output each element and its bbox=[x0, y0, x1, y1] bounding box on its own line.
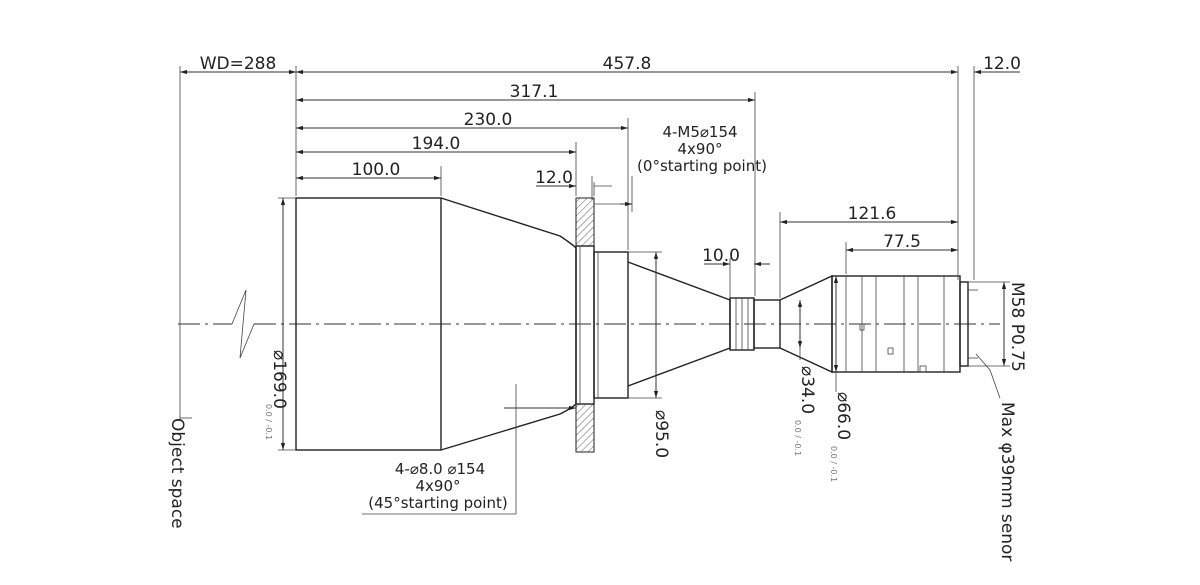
dimension-lines bbox=[180, 69, 1020, 515]
adapter-ring bbox=[593, 251, 629, 399]
length-10-label: 10.0 bbox=[702, 246, 740, 266]
top-note-line3: (0°starting point) bbox=[637, 157, 767, 175]
diameter-labels: ⌀169.0 0.0 / -0.1 ⌀95.0 ⌀34.0 0.0 / -0.1… bbox=[167, 282, 1027, 561]
narrow-diameter-tolerance: 0.0 / -0.1 bbox=[793, 420, 802, 456]
mid-diameter-label: ⌀95.0 bbox=[651, 410, 671, 458]
bottom-note-line3: (45°starting point) bbox=[368, 494, 507, 512]
bottom-note-line1: 4-⌀8.0 ⌀154 bbox=[395, 460, 485, 478]
lens-body bbox=[295, 197, 978, 453]
sensor-size-label: Max φ39mm senor bbox=[997, 402, 1017, 561]
length-121-label: 121.6 bbox=[848, 204, 897, 224]
flange-bottom-section bbox=[575, 403, 595, 453]
length-100-label: 100.0 bbox=[352, 160, 401, 180]
front-diameter-tolerance: 0.0 / -0.1 bbox=[264, 404, 273, 440]
c-mount-thread bbox=[959, 281, 969, 367]
object-space-label: Object space bbox=[167, 418, 187, 529]
length-194-label: 194.0 bbox=[412, 134, 461, 154]
length-77-label: 77.5 bbox=[883, 232, 921, 252]
optical-axis bbox=[178, 289, 1000, 359]
top-note-line2: 4x90° bbox=[677, 140, 722, 158]
dimension-labels: WD=288 457.8 12.0 317.1 230.0 194.0 100.… bbox=[200, 54, 1021, 266]
thread-spec-label: M58 P0.75 bbox=[1007, 282, 1027, 372]
length-230-label: 230.0 bbox=[464, 110, 513, 130]
working-distance-label: WD=288 bbox=[200, 54, 277, 74]
rear-diameter-tolerance: 0.0 / -0.1 bbox=[829, 446, 838, 482]
extension-lines bbox=[179, 66, 975, 420]
flange-thickness-label: 12.0 bbox=[535, 168, 573, 188]
back-length-label: 12.0 bbox=[983, 54, 1021, 74]
front-barrel bbox=[295, 197, 442, 451]
length-317-label: 317.1 bbox=[510, 82, 559, 102]
narrow-diameter-label: ⌀34.0 bbox=[797, 366, 817, 414]
flange-plate bbox=[575, 245, 595, 405]
bottom-note-line2: 4x90° bbox=[415, 477, 460, 495]
rear-diameter-label: ⌀66.0 bbox=[833, 392, 853, 440]
front-diameter-label: ⌀169.0 bbox=[269, 350, 289, 409]
flange-top-section bbox=[575, 197, 595, 247]
top-note-line1: 4-M5⌀154 bbox=[662, 123, 737, 141]
total-length-label: 457.8 bbox=[603, 54, 652, 74]
hole-notes: 4-M5⌀154 4x90° (0°starting point) 4-⌀8.0… bbox=[368, 123, 767, 512]
